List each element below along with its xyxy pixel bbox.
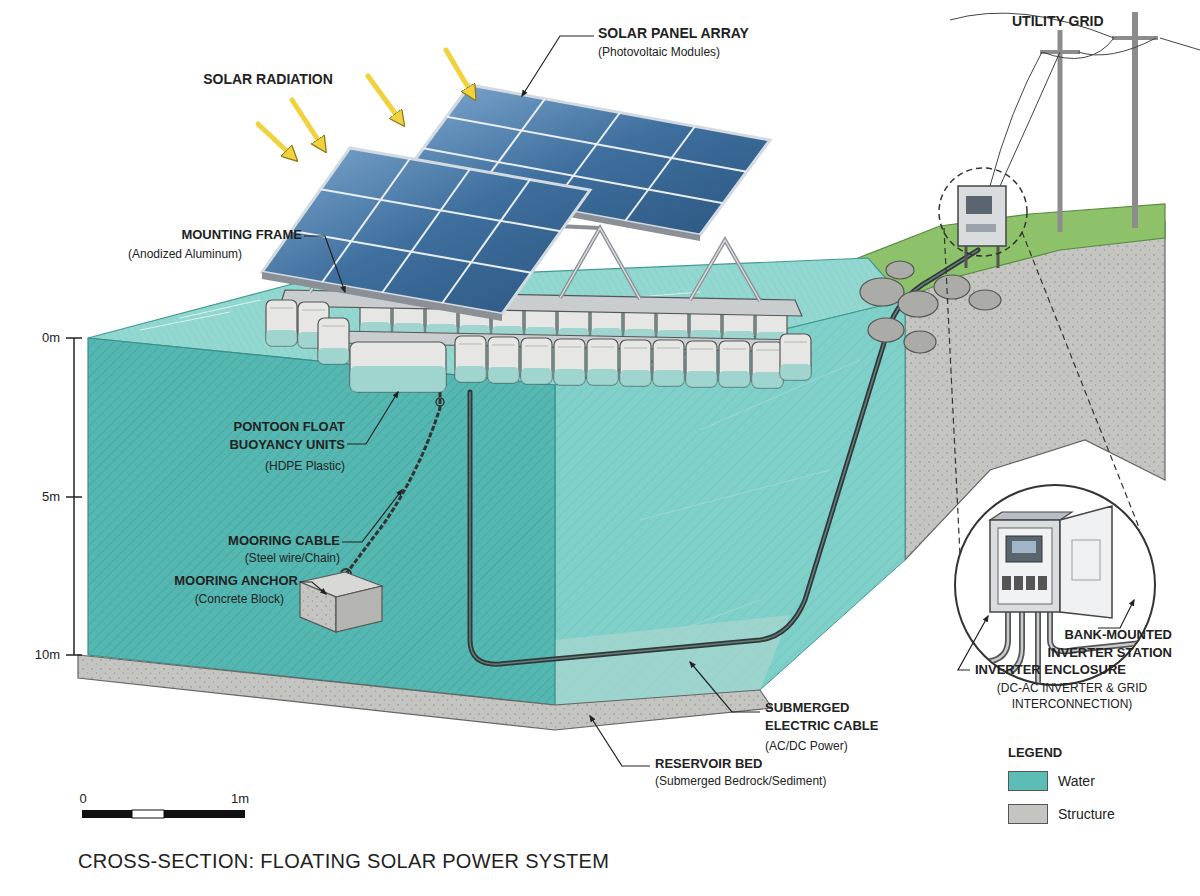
- leader-lines: [300, 36, 1134, 766]
- depth-label: 0m: [16, 329, 60, 347]
- scale-bar: [82, 810, 245, 818]
- callout-label: INVERTER ENCLOSURE: [975, 661, 1185, 679]
- water-front-face: [88, 338, 555, 705]
- callout-label: RESERVOIR BED: [655, 755, 875, 773]
- callout-label: PONTOON FLOAT BUOYANCY UNITS: [195, 418, 345, 453]
- callout-note: (DC-AC INVERTER & GRID INTERCONNECTION): [972, 680, 1172, 712]
- bank-grass: [858, 204, 1165, 300]
- anchor-front: [300, 582, 336, 632]
- scale-label: 0: [68, 790, 98, 808]
- callout-note: (Submerged Bedrock/Sediment): [655, 773, 895, 789]
- depth-label: 5m: [16, 488, 60, 506]
- legend-label: Structure: [1058, 805, 1178, 824]
- callout-label: UTILITY GRID: [1012, 12, 1162, 31]
- reservoir-bed: [78, 655, 772, 730]
- scale-label: 1m: [220, 790, 260, 808]
- reservoir-water: [88, 258, 905, 705]
- bank-rocks: [860, 261, 1001, 353]
- mooring-chain: [346, 385, 440, 574]
- shackle: [436, 398, 444, 406]
- callout-label: MOORING CABLE: [170, 532, 340, 550]
- anchor-side: [336, 586, 382, 632]
- annotation-label: SOLAR RADIATION: [158, 70, 378, 89]
- pontoon-floats-front: [266, 300, 811, 392]
- callout-note: (AC/DC Power): [765, 738, 895, 754]
- detail-callout-ring: [939, 168, 1027, 256]
- water-crack-lines: [600, 360, 860, 660]
- callout-note: (Concrete Block): [114, 591, 284, 607]
- depth-scale: [66, 338, 82, 655]
- callout-label: MOORING ANCHOR: [98, 572, 298, 590]
- solar-radiation-arrows: [258, 50, 472, 156]
- inverter-detail: [940, 485, 1170, 700]
- callout-note: (Anodized Aluminum): [128, 246, 328, 262]
- callout-note: (HDPE Plastic): [195, 458, 345, 474]
- diagram-title: CROSS-SECTION: FLOATING SOLAR POWER SYST…: [78, 848, 778, 875]
- callout-label: BANK-MOUNTED INVERTER STATION: [1022, 626, 1172, 661]
- pv-array-front: [262, 148, 590, 314]
- solar-panel-array: [262, 85, 770, 321]
- detail-projection: [944, 228, 960, 555]
- legend-label: Water: [1058, 772, 1178, 791]
- legend-swatch: [1008, 771, 1048, 791]
- large-float: [350, 342, 446, 392]
- depth-label: 10m: [16, 646, 60, 664]
- legend-title: LEGEND: [1008, 744, 1128, 762]
- callout-note: (Photovoltaic Modules): [598, 44, 828, 60]
- pv-grid-front: [291, 159, 560, 304]
- utility-poles: [950, 12, 1200, 232]
- callout-label: SUBMERGED ELECTRIC CABLE: [765, 699, 895, 734]
- legend-swatch: [1008, 804, 1048, 824]
- callout-note: (Steel wire/Chain): [170, 550, 340, 566]
- callout-label: MOUNTING FRAME: [82, 226, 302, 244]
- large-float-waterline: [350, 366, 446, 392]
- mooring: [300, 385, 444, 632]
- callout-label: SOLAR PANEL ARRAY: [598, 24, 828, 43]
